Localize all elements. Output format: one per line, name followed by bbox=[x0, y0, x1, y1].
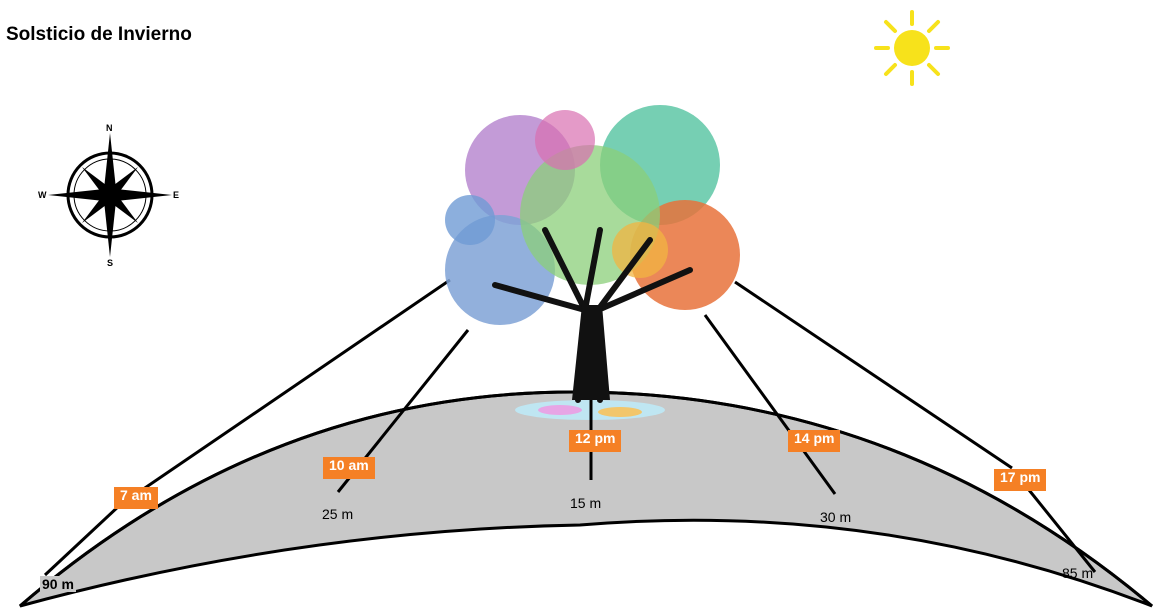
compass-east-label: E bbox=[173, 190, 179, 200]
time-label-10am: 10 am bbox=[323, 457, 375, 479]
time-label-12pm: 12 pm bbox=[569, 430, 621, 452]
distance-label-12pm: 15 m bbox=[570, 495, 601, 511]
compass-south-label: S bbox=[107, 258, 113, 268]
distance-label-7am: 90 m bbox=[40, 576, 76, 592]
distance-label-10am: 25 m bbox=[322, 506, 353, 522]
sun-icon bbox=[876, 12, 948, 84]
diagram-title: Solsticio de Invierno bbox=[6, 24, 192, 46]
distance-label-17pm: 85 m bbox=[1062, 565, 1093, 581]
distance-label-14pm: 30 m bbox=[820, 509, 851, 525]
time-label-17pm: 17 pm bbox=[994, 469, 1046, 491]
compass-west-label: W bbox=[38, 190, 47, 200]
compass-north-label: N bbox=[106, 123, 113, 133]
time-label-7am: 7 am bbox=[114, 487, 158, 509]
compass-rose-icon bbox=[48, 133, 172, 257]
tree-illustration bbox=[445, 105, 740, 400]
time-label-14pm: 14 pm bbox=[788, 430, 840, 452]
